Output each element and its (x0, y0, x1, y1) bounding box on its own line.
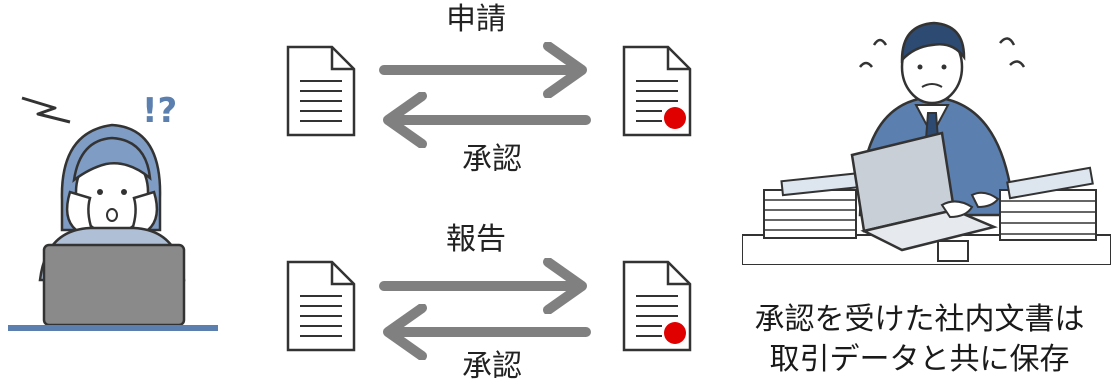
arrow-right-icon (378, 42, 594, 98)
caption-line-1: 承認を受けた社内文書は (754, 302, 1085, 337)
flow1-forward-label: 申請 (446, 2, 506, 37)
document-icon (286, 45, 356, 137)
caption: 承認を受けた社内文書は 取引データと共に保存 (728, 300, 1111, 380)
stamped-document-icon (622, 45, 702, 137)
caption-line-2: 取引データと共に保存 (769, 342, 1070, 377)
flow2-return-label: 承認 (462, 349, 522, 384)
svg-text:!?: !? (142, 91, 177, 131)
flow1-return-label: 承認 (462, 142, 522, 177)
document-icon (286, 260, 356, 352)
stressed-businessman-illustration (742, 5, 1111, 265)
stamped-document-icon (622, 260, 702, 352)
flow2-forward-label: 報告 (446, 222, 506, 257)
arrow-left-icon (376, 92, 592, 148)
worried-woman-illustration: !? (0, 80, 225, 335)
arrow-right-icon (378, 258, 594, 314)
arrow-left-icon (376, 304, 592, 360)
